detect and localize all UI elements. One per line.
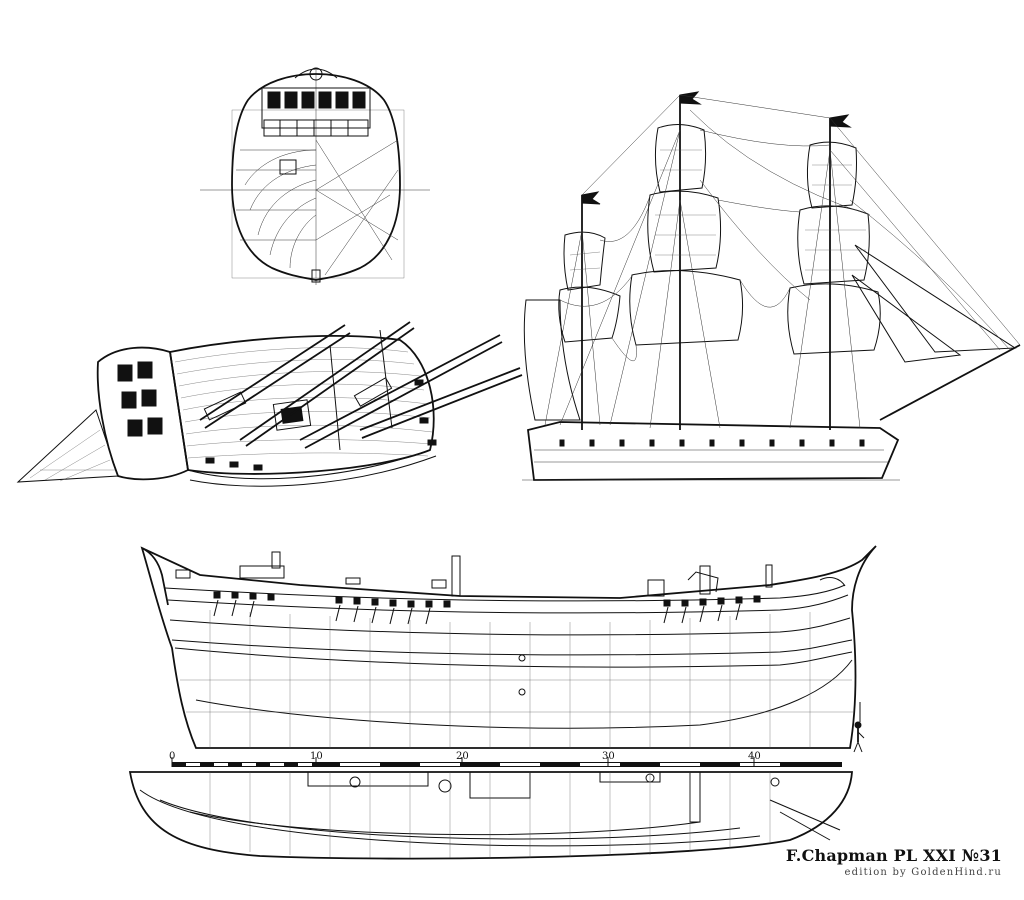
sail-plan [522,91,1021,481]
half-breadth-stations [209,772,771,858]
rigging [544,94,1021,429]
scale-label-10: 10 [310,751,323,762]
scale-label-20: 20 [456,751,469,762]
sheer-profile-plan [140,545,877,753]
scale-figure [853,702,865,753]
plate-edition: edition by GoldenHind.ru [844,867,1002,878]
perspective-hull-view [16,321,523,487]
chainplates [213,599,741,625]
sail-reef-points [569,149,866,271]
scale-bar [171,757,842,767]
sail-plan-gunports [559,439,865,447]
sheer-gunports [213,591,761,608]
plate-caption: F.Chapman PL XXI №31 edition by GoldenHi… [786,846,1002,878]
stern-windows [263,91,369,137]
fallen-masts [199,321,523,451]
stern-body-plan [200,67,430,285]
half-breadth-plan [128,771,853,860]
scale-label-40: 40 [748,751,761,762]
scale-label-30: 30 [602,751,615,762]
perspective-stern-windows [117,361,163,437]
station-grid [180,610,854,748]
deck-planking [174,347,433,459]
plate-title: F.Chapman PL XXI №31 [785,846,1002,865]
scale-label-0: 0 [169,751,176,762]
